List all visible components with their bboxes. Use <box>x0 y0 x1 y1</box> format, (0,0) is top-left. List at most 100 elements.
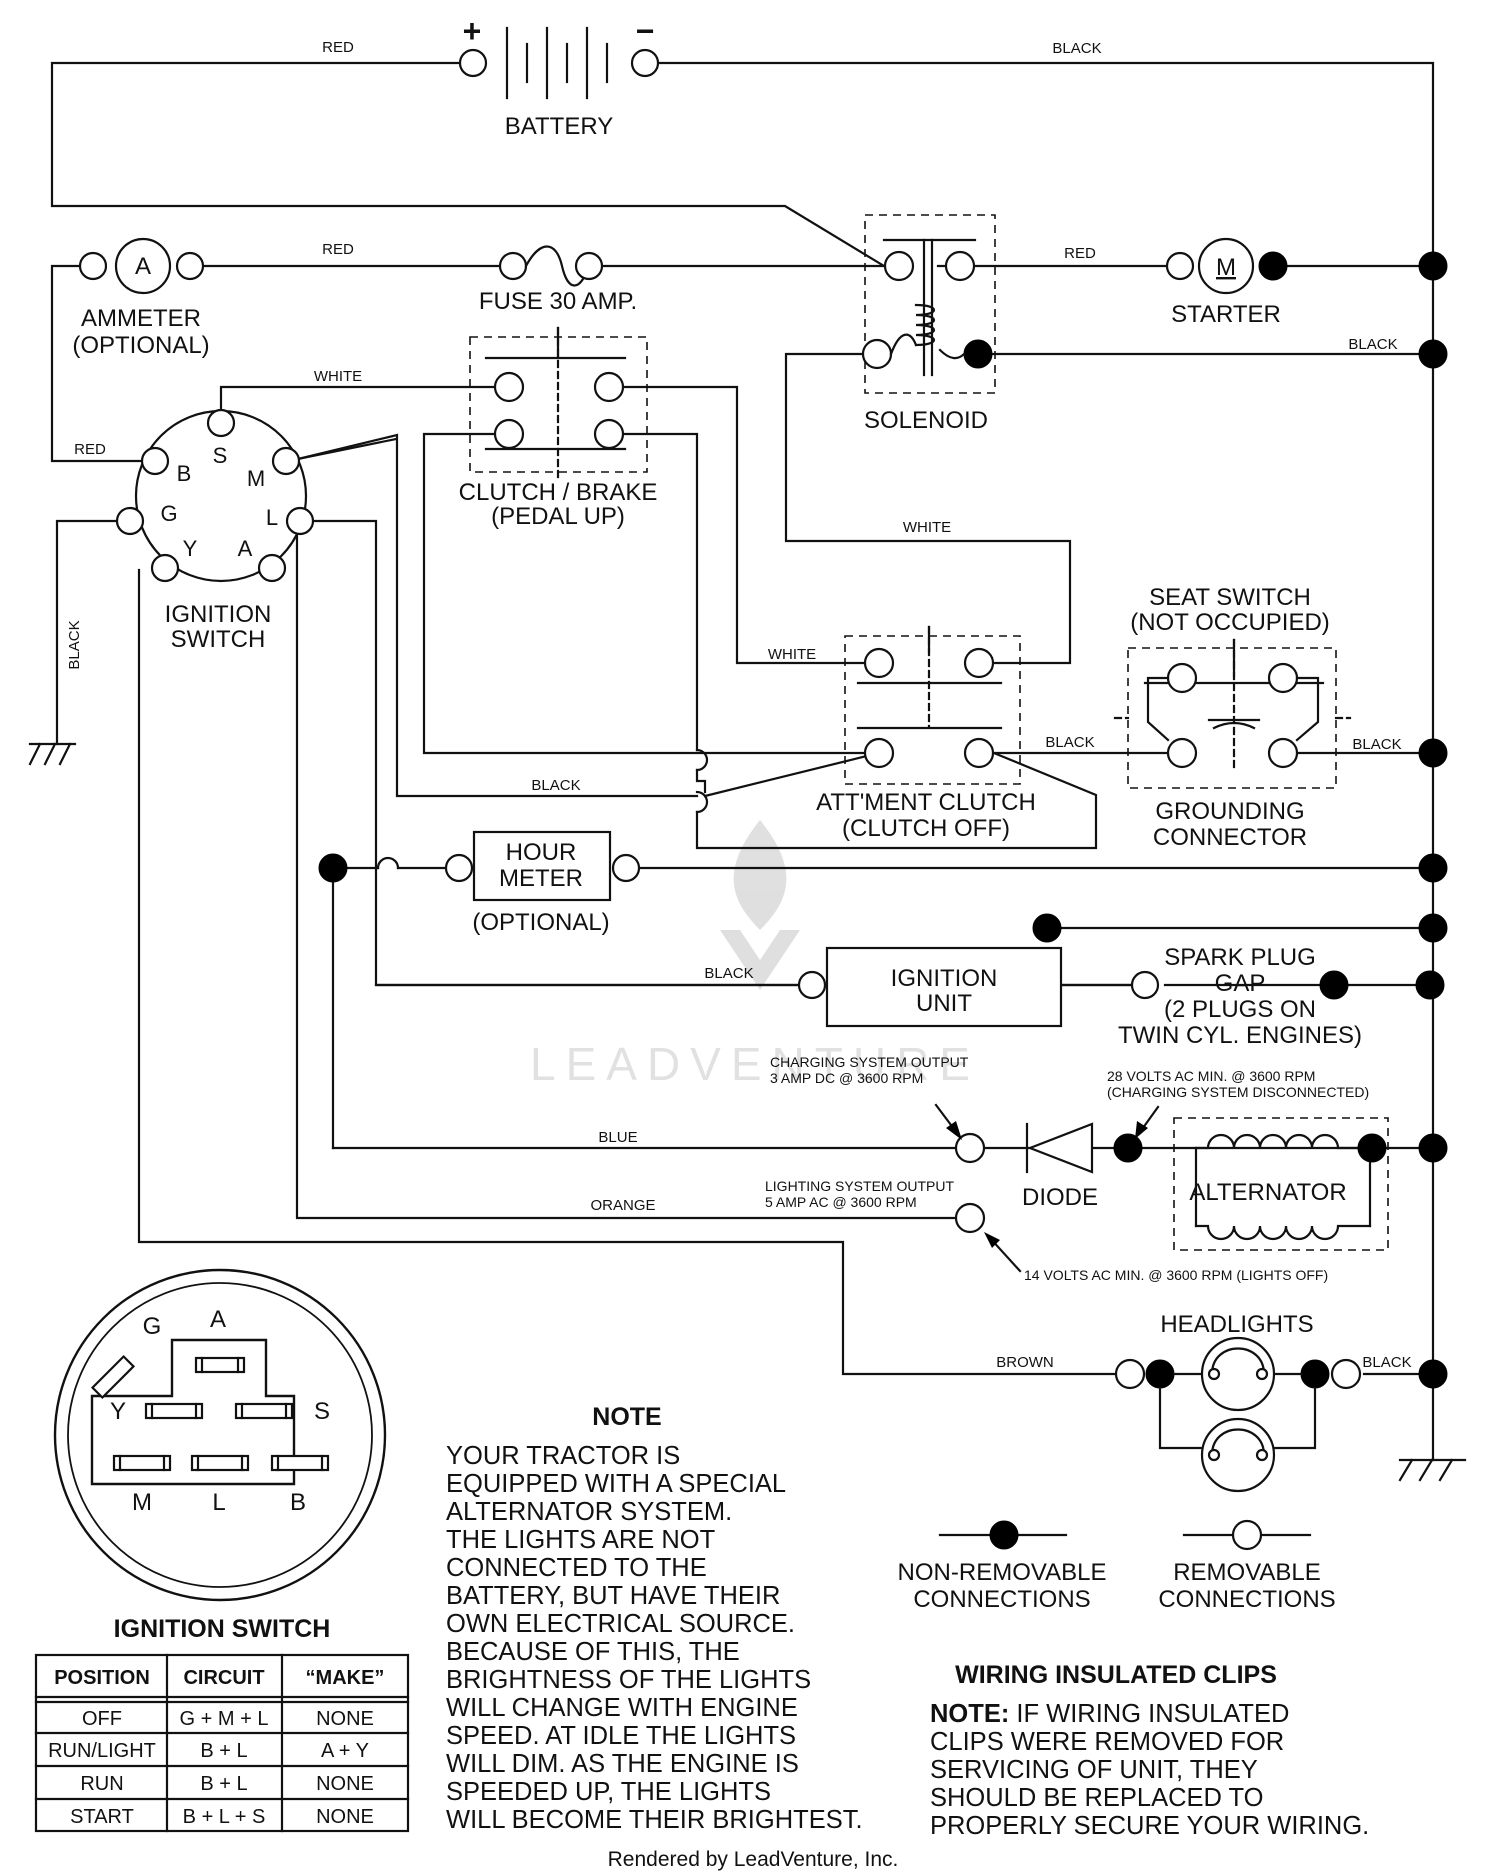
spark-plug-sub2: TWIN CYL. ENGINES) <box>1118 1022 1362 1049</box>
headlights: HEADLIGHTS <box>1114 1311 1362 1493</box>
wire-white-mid: WHITE <box>903 519 951 536</box>
wire-black-headlights: BLACK <box>1362 1354 1411 1371</box>
grounding-connector-label2: CONNECTOR <box>1153 824 1307 851</box>
wire-blue: BLUE <box>598 1129 637 1146</box>
spark-plug-sub: (2 PLUGS ON <box>1164 996 1316 1023</box>
battery: + − BATTERY <box>458 13 660 140</box>
ignition-switch-table: IGNITION SWITCH POSITION CIRCUIT “MAKE” … <box>34 1615 410 1833</box>
wiring-clips-note: WIRING INSULATED CLIPS NOTE: IF WIRING I… <box>930 1661 1369 1840</box>
ign-pin-s: S <box>213 443 228 468</box>
charging-system: DIODE ALTERNATOR CHARGING SYSTEM OUTPUT … <box>765 1054 1389 1283</box>
note-line-4: CONNECTED TO THE <box>446 1554 707 1582</box>
starter-letter: M <box>1216 254 1236 281</box>
wire-black-solenoid: BLACK <box>1348 336 1397 353</box>
wire-brown: BROWN <box>996 1354 1054 1371</box>
pin-m: M <box>132 1489 152 1516</box>
clutch-brake-sub: (PEDAL UP) <box>491 503 625 530</box>
td-0-0: OFF <box>82 1708 122 1730</box>
clutch-brake-label: CLUTCH / BRAKE <box>459 479 658 506</box>
ign-pin-y: Y <box>183 536 198 561</box>
note-line-12: SPEEDED UP, THE LIGHTS <box>446 1778 771 1806</box>
hour-meter-optional: (OPTIONAL) <box>472 909 609 936</box>
wire-black-att: BLACK <box>531 777 580 794</box>
note-line-9: WILL CHANGE WITH ENGINE <box>446 1694 798 1722</box>
volts14-callout: 14 VOLTS AC MIN. @ 3600 RPM (LIGHTS OFF) <box>1024 1267 1328 1283</box>
wire-red-fuse: RED <box>322 241 354 258</box>
legend-removable: REMOVABLE <box>1173 1559 1321 1586</box>
ammeter-letter: A <box>135 253 151 280</box>
volts28-callout: 28 VOLTS AC MIN. @ 3600 RPM <box>1107 1068 1315 1084</box>
td-1-1: B + L <box>200 1740 247 1762</box>
seat-switch: SEAT SWITCH (NOT OCCUPIED) GROUNDING CON… <box>1113 584 1352 851</box>
td-3-0: START <box>70 1806 134 1828</box>
spark-plug-label: SPARK PLUG <box>1164 944 1316 971</box>
clips-title: WIRING INSULATED CLIPS <box>955 1661 1277 1689</box>
starter-label: STARTER <box>1171 301 1281 328</box>
note-line-2: ALTERNATOR SYSTEM. <box>446 1498 732 1526</box>
clips-line-0: CLIPS WERE REMOVED FOR <box>930 1728 1284 1756</box>
lighting-output-callout2: 5 AMP AC @ 3600 RPM <box>765 1194 917 1210</box>
td-0-2: NONE <box>316 1708 374 1730</box>
ammeter-optional: (OPTIONAL) <box>72 332 209 359</box>
th-position: POSITION <box>54 1667 150 1689</box>
td-1-0: RUN/LIGHT <box>48 1740 156 1762</box>
note-line-6: OWN ELECTRICAL SOURCE. <box>446 1610 795 1638</box>
pin-l: L <box>212 1489 225 1516</box>
clips-line-first: NOTE: IF WIRING INSULATED <box>930 1700 1289 1728</box>
td-2-1: B + L <box>200 1773 247 1795</box>
clips-line-1: SERVICING OF UNIT, THEY <box>930 1756 1258 1784</box>
ign-pin-l: L <box>266 505 278 530</box>
clips-line-3: PROPERLY SECURE YOUR WIRING. <box>930 1812 1369 1840</box>
td-3-1: B + L + S <box>183 1806 266 1828</box>
note-line-7: BECAUSE OF THIS, THE <box>446 1638 740 1666</box>
th-make: “MAKE” <box>306 1667 385 1689</box>
note-line-3: THE LIGHTS ARE NOT <box>446 1526 715 1554</box>
spark-plug-gap: GAP <box>1215 970 1266 997</box>
note-line-8: BRIGHTNESS OF THE LIGHTS <box>446 1666 811 1694</box>
wire-red-ign: RED <box>74 441 106 458</box>
watermark-text: LEADVENTURE <box>530 1038 980 1090</box>
wire-black-top: BLACK <box>1052 40 1101 57</box>
wire-red-top: RED <box>322 39 354 56</box>
battery-minus: − <box>636 13 655 49</box>
legend-removable2: CONNECTIONS <box>1158 1586 1335 1613</box>
lighting-output-callout: LIGHTING SYSTEM OUTPUT <box>765 1178 954 1194</box>
ign-pin-b: B <box>177 461 192 486</box>
charging-output-callout: CHARGING SYSTEM OUTPUT <box>770 1054 969 1070</box>
fuse: FUSE 30 AMP. <box>479 245 637 315</box>
wire-black-seat-right: BLACK <box>1352 736 1401 753</box>
td-2-2: NONE <box>316 1773 374 1795</box>
pin-g: G <box>143 1313 162 1340</box>
ignition-switch-label: IGNITION <box>165 601 272 628</box>
legend-non-removable: NON-REMOVABLE <box>898 1559 1107 1586</box>
volts28-callout2: (CHARGING SYSTEM DISCONNECTED) <box>1107 1084 1369 1100</box>
attment-clutch-sub: (CLUTCH OFF) <box>842 815 1010 842</box>
pin-a: A <box>210 1306 226 1333</box>
hour-meter: HOUR METER (OPTIONAL) <box>318 830 641 936</box>
note-line-5: BATTERY, BUT HAVE THEIR <box>446 1582 780 1610</box>
ign-pin-a: A <box>238 536 253 561</box>
td-2-0: RUN <box>80 1773 123 1795</box>
wire-black-seat-left: BLACK <box>1045 734 1094 751</box>
td-0-1: G + M + L <box>180 1708 269 1730</box>
td-1-2: A + Y <box>321 1740 369 1762</box>
clips-line-2: SHOULD BE REPLACED TO <box>930 1784 1264 1812</box>
connection-legend: NON-REMOVABLE CONNECTIONS REMOVABLE CONN… <box>898 1519 1336 1613</box>
alternator-note: NOTE YOUR TRACTOR IS EQUIPPED WITH A SPE… <box>446 1403 863 1834</box>
note-line-13: WILL BECOME THEIR BRIGHTEST. <box>446 1806 863 1834</box>
note-line-10: SPEED. AT IDLE THE LIGHTS <box>446 1722 796 1750</box>
wire-red-starter: RED <box>1064 245 1096 262</box>
pin-b: B <box>290 1489 306 1516</box>
hour-meter-label: HOUR <box>506 839 577 866</box>
charging-output-callout2: 3 AMP DC @ 3600 RPM <box>770 1070 923 1086</box>
note-line-1: EQUIPPED WITH A SPECIAL <box>446 1470 786 1498</box>
clutch-brake-switch: CLUTCH / BRAKE (PEDAL UP) <box>459 326 658 530</box>
attment-clutch-switch: ATT'MENT CLUTCH (CLUTCH OFF) <box>816 625 1036 842</box>
seat-switch-sub: (NOT OCCUPIED) <box>1130 609 1330 636</box>
note-line-0: YOUR TRACTOR IS <box>446 1442 680 1470</box>
wire-white-top: WHITE <box>314 368 362 385</box>
footer-credit: Rendered by LeadVenture, Inc. <box>608 1848 899 1871</box>
ignition-switch: B S M G L Y A IGNITION SWITCH <box>115 408 315 653</box>
ign-pin-g: G <box>160 501 177 526</box>
